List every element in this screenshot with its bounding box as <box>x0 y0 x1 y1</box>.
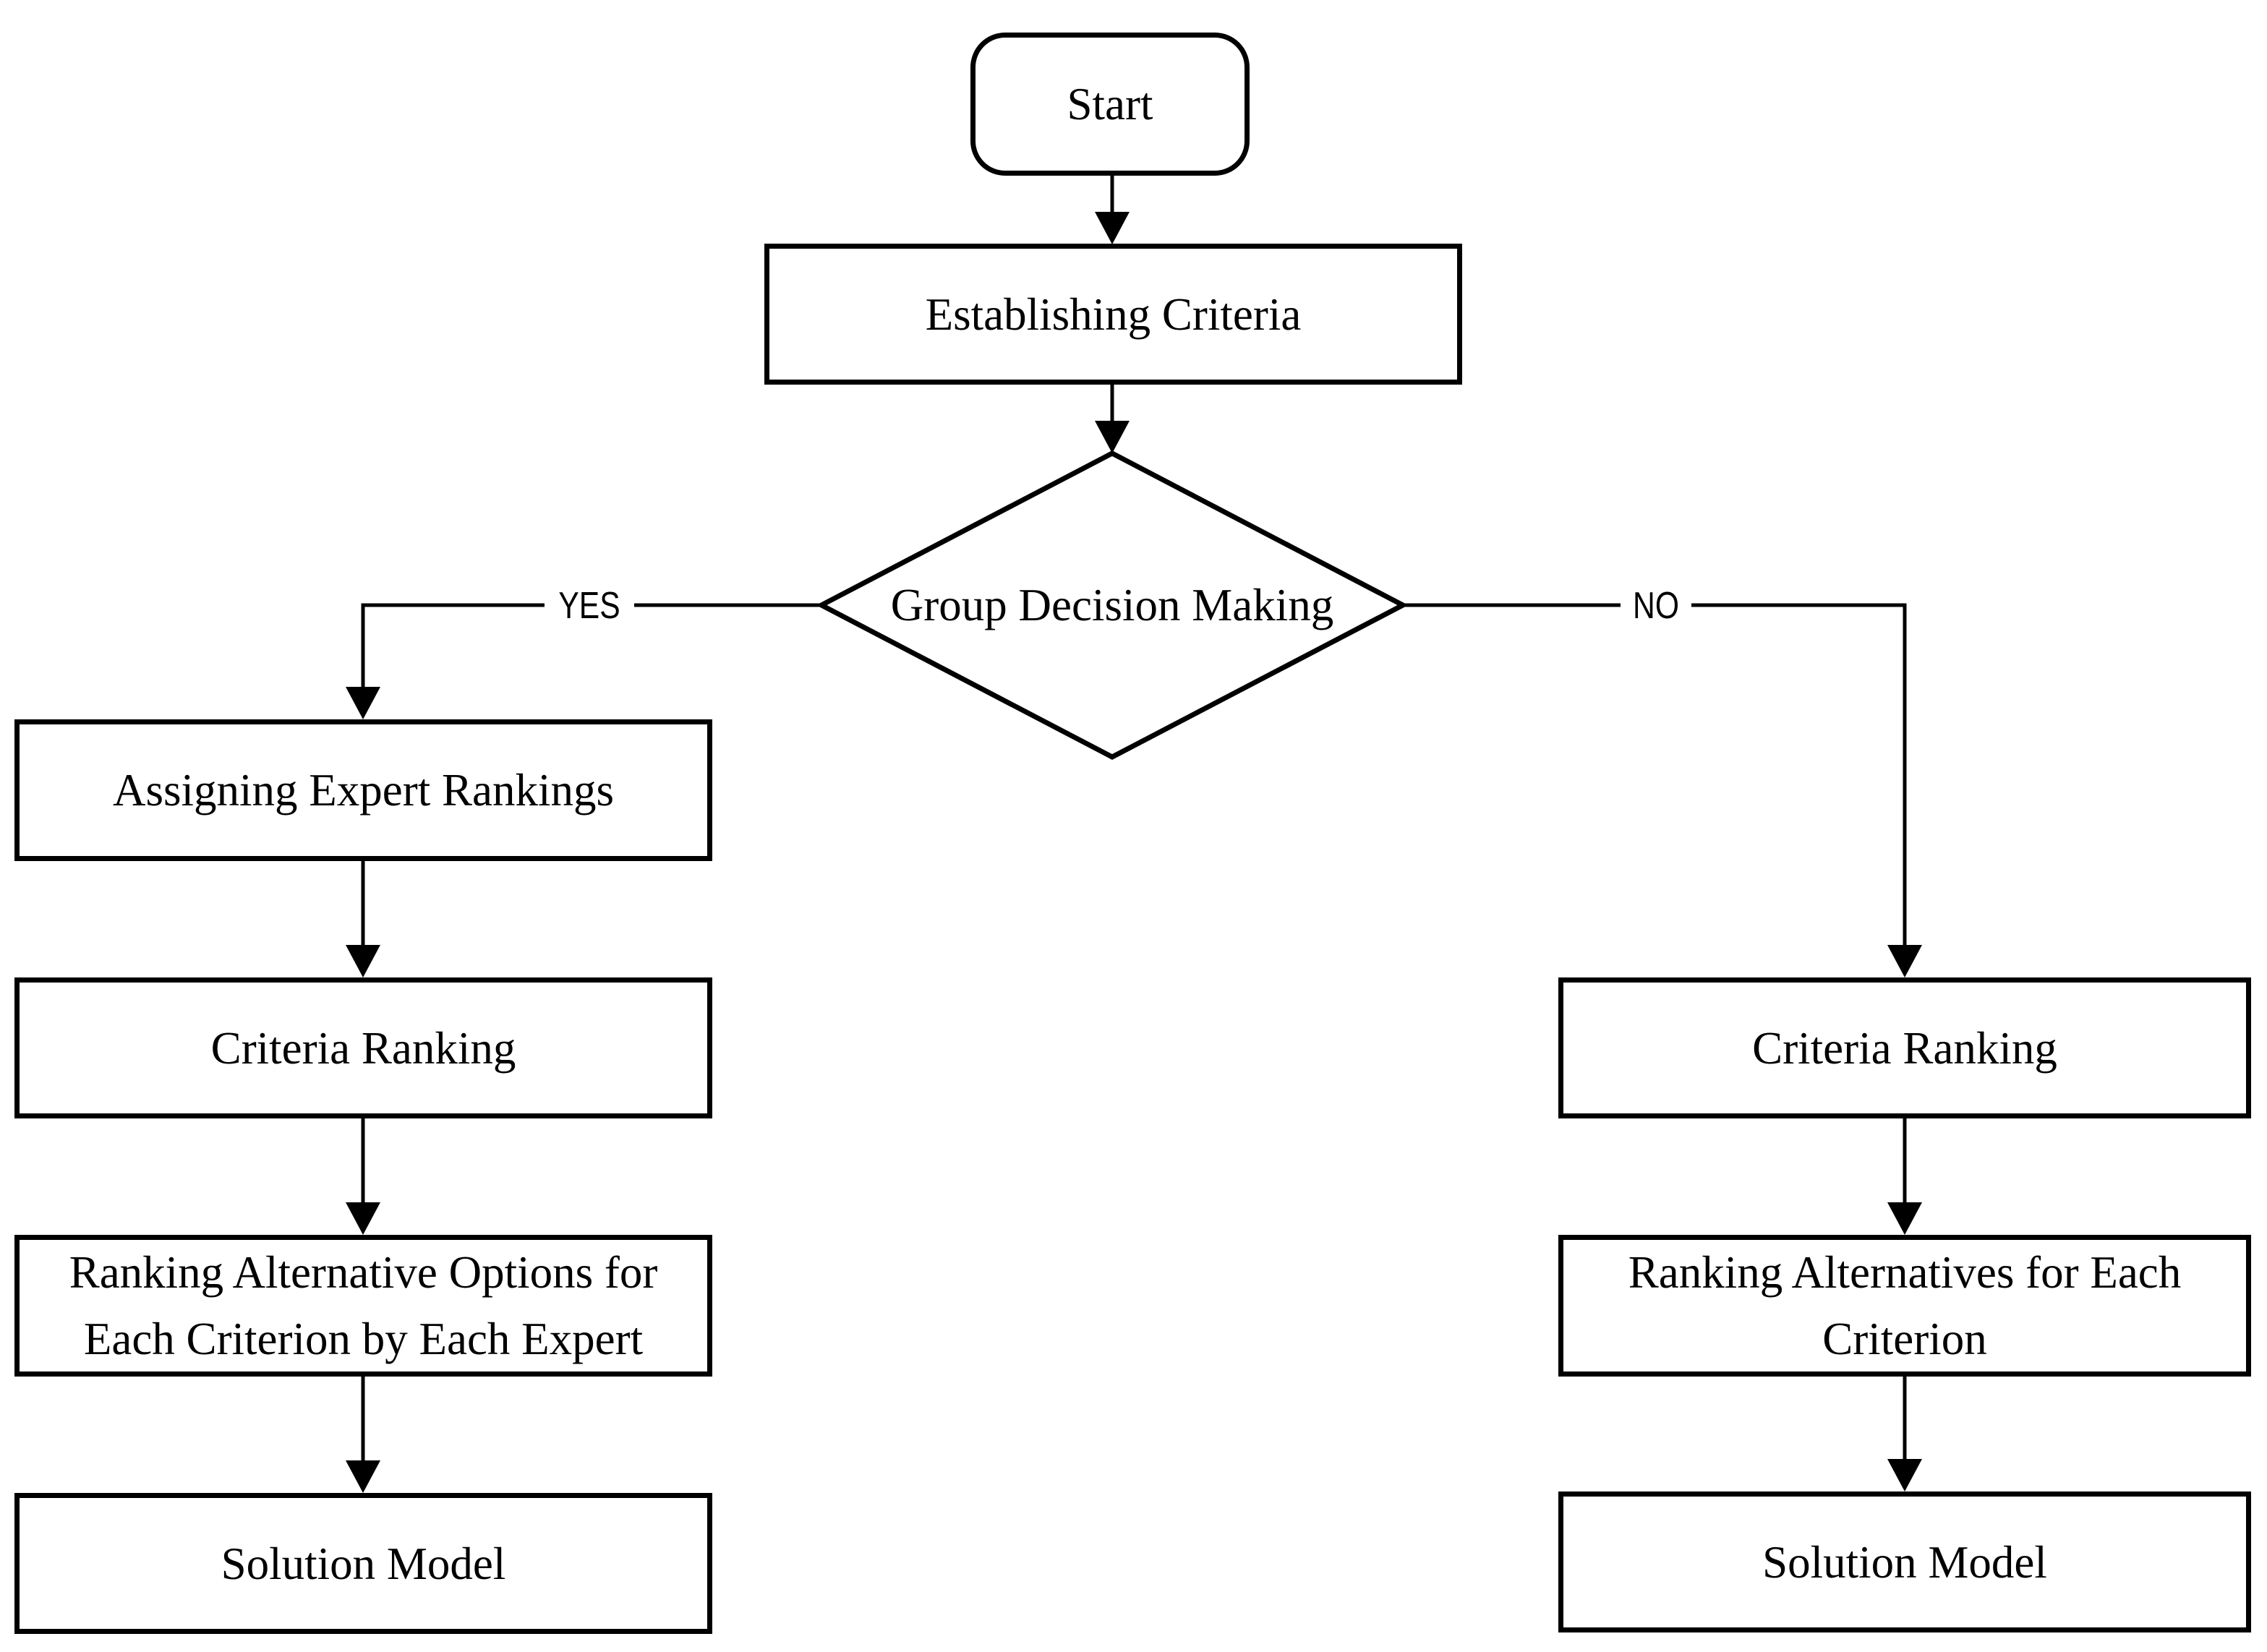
node-ranking-alternatives-right: Ranking Alternatives for Each Criterion <box>1558 1235 2251 1377</box>
connector-establishing-decision <box>1095 385 1130 453</box>
node-establishing-criteria: Establishing Criteria <box>764 244 1462 385</box>
edge-label-no: NO <box>1621 586 1691 626</box>
node-criteria-ranking-right-label: Criteria Ranking <box>1752 1022 2057 1074</box>
node-solution-model-right: Solution Model <box>1558 1491 2251 1632</box>
arrowhead <box>346 1460 380 1493</box>
node-start: Start <box>970 33 1250 176</box>
node-ranking-alternative-options-left: Ranking Alternative Options for Each Cri… <box>14 1235 712 1377</box>
node-criteria-ranking-left-label: Criteria Ranking <box>210 1022 516 1074</box>
node-criteria-ranking-right: Criteria Ranking <box>1558 977 2251 1118</box>
node-assigning-expert-rankings: Assigning Expert Rankings <box>14 719 712 861</box>
node-group-decision-making-label: Group Decision Making <box>890 579 1334 630</box>
arrowhead <box>1887 1202 1922 1235</box>
arrowhead <box>346 945 380 977</box>
arrowhead <box>1887 1459 1922 1491</box>
node-solution-model-left: Solution Model <box>14 1493 712 1634</box>
connector-decision-yes-assigning <box>346 603 821 719</box>
arrowhead <box>1095 212 1130 244</box>
arrowhead <box>346 687 380 719</box>
connector-criteria-ranking-right <box>1887 1118 1922 1235</box>
node-group-decision-making: Group Decision Making <box>821 453 1403 757</box>
arrowhead <box>346 1202 380 1235</box>
edge-label-yes: YES <box>544 586 635 626</box>
node-establishing-criteria-label: Establishing Criteria <box>925 288 1302 340</box>
node-ranking-alternative-options-left-label: Ranking Alternative Options for Each Cri… <box>69 1247 658 1364</box>
node-start-label: Start <box>1067 79 1153 129</box>
connector-assigning-criteria-left <box>346 861 380 977</box>
node-criteria-ranking-left: Criteria Ranking <box>14 977 712 1118</box>
connector-ranking-solution-right <box>1887 1377 1922 1491</box>
arrowhead <box>1887 945 1922 977</box>
arrowhead <box>1095 421 1130 453</box>
connector-decision-no-criteria-right <box>1403 603 1922 977</box>
node-assigning-expert-rankings-label: Assigning Expert Rankings <box>113 765 614 816</box>
node-solution-model-left-label: Solution Model <box>221 1538 506 1589</box>
node-solution-model-right-label: Solution Model <box>1762 1536 2047 1588</box>
connector-criteria-ranking-left <box>346 1118 380 1235</box>
decision-diamond-shape <box>816 450 1409 760</box>
connector-ranking-solution-left <box>346 1377 380 1493</box>
connector-start-establishing <box>1095 175 1130 244</box>
node-ranking-alternatives-right-label: Ranking Alternatives for Each Criterion <box>1628 1247 2182 1364</box>
